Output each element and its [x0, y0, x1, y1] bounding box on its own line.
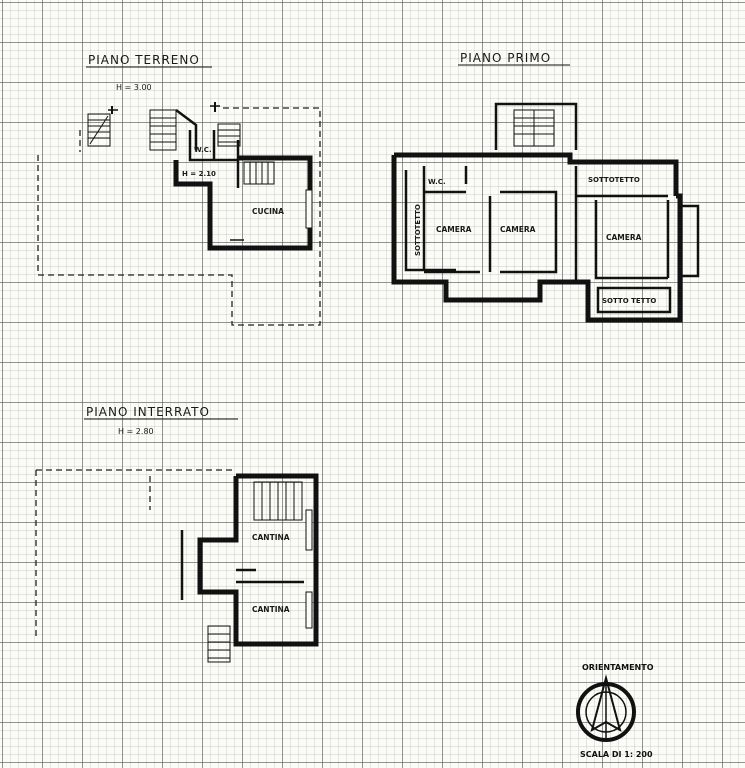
ground-floor-plan: PIANO TERRENO H = 3.00: [37, 53, 321, 326]
ground-outer-wall: [173, 155, 313, 251]
ground-floor-title: PIANO TERRENO: [88, 53, 200, 67]
basement-cellar-2-label: CANTINA: [252, 605, 290, 614]
first-attic-bottom-label: SOTTO TETTO: [602, 297, 656, 305]
ground-property-outline: [37, 107, 321, 326]
first-wc-label: W.C.: [428, 178, 446, 186]
ground-internal-stair: [243, 161, 275, 185]
basement-title: PIANO INTERRATO: [86, 405, 210, 419]
first-bedroom-2-label: CAMERA: [500, 225, 536, 234]
first-attic-top-label: SOTTOTETTO: [588, 176, 640, 184]
basement-plan: PIANO INTERRATO H = 2.80 CANTINA CANT: [35, 405, 319, 663]
first-attic-left-label: SOTTOTETTO: [414, 204, 422, 256]
first-bedroom-3-label: CAMERA: [606, 233, 642, 242]
basement-external-stair: [207, 625, 231, 663]
first-outer-wall: [391, 155, 683, 323]
scale-label: SCALA DI 1: 200: [580, 750, 653, 759]
compass-icon: [576, 674, 636, 742]
ground-floor-height: H = 3.00: [116, 83, 152, 92]
first-stair-tower: [494, 102, 578, 150]
first-floor-plan: PIANO PRIMO W.C. SOTTOTETTO CAMERA CAME: [391, 51, 700, 323]
ground-external-stair-center: [149, 109, 198, 151]
basement-height: H = 2.80: [118, 427, 154, 436]
first-bedroom-1-label: CAMERA: [436, 225, 472, 234]
ground-external-stair-right: [217, 123, 241, 147]
orientation-label: ORIENTAMENTO: [582, 663, 654, 672]
ground-external-stair-left: [87, 113, 111, 147]
ground-sub-height: H = 2.10: [182, 170, 216, 178]
first-floor-title: PIANO PRIMO: [460, 51, 551, 65]
ground-kitchen-label: CUCINA: [252, 207, 284, 216]
basement-internal-stair: [253, 481, 303, 521]
basement-cellar-1-label: CANTINA: [252, 533, 290, 542]
ground-kitchen-window: [305, 189, 313, 229]
legend: ORIENTAMENTO SCALA DI 1: 200: [576, 663, 654, 759]
basement-outer-wall: [197, 473, 319, 647]
ground-wc-label: W.C.: [194, 146, 212, 154]
